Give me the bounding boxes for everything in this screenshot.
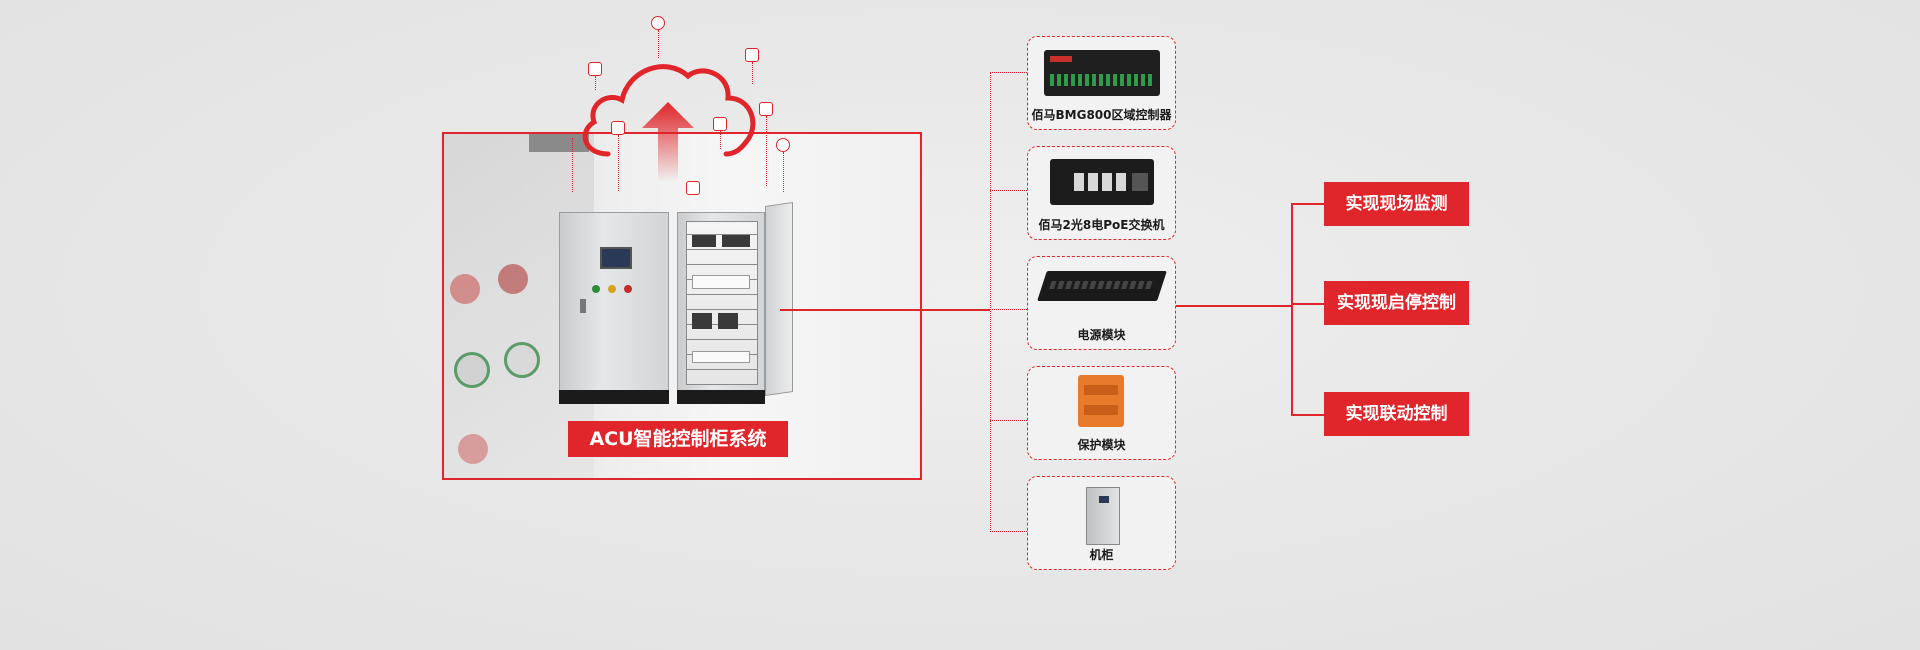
breaker-module <box>722 235 750 247</box>
connector-line <box>766 116 767 186</box>
background-knob-green <box>454 352 490 388</box>
capability-monitoring: 实现现场监测 <box>1324 182 1469 226</box>
fiber-ports <box>1132 173 1148 191</box>
cabinet-device <box>1086 487 1120 545</box>
connector-line <box>720 131 721 149</box>
acu-system-frame <box>442 132 922 480</box>
capability-branch-line <box>1291 203 1324 205</box>
indicator-light-yellow <box>608 285 616 293</box>
cabinet-screen <box>1099 496 1109 503</box>
component-branch-line <box>990 309 1027 310</box>
terminal-strip <box>1050 74 1154 86</box>
background-knob-red <box>450 274 480 304</box>
capability-linkage-control: 实现联动控制 <box>1324 392 1469 436</box>
component-bus-line <box>990 72 991 532</box>
indicator-light-red <box>624 285 632 293</box>
breaker-module <box>692 235 716 247</box>
capability-branch-line <box>1291 414 1324 416</box>
component-card-protection: 保护模块 <box>1027 366 1176 460</box>
cabinet-screen <box>600 247 632 269</box>
contactor-module <box>692 313 712 329</box>
component-label: 机柜 <box>1089 548 1114 562</box>
brand-tag <box>1050 56 1072 62</box>
ethernet-ports <box>1074 173 1128 191</box>
upload-icon <box>686 181 700 195</box>
power-port-row <box>1049 281 1156 289</box>
open-cabinet-body <box>677 212 765 392</box>
mobile-icon <box>759 102 773 116</box>
connector-line <box>618 135 619 191</box>
connector-line <box>752 62 753 84</box>
connector-line <box>658 30 659 58</box>
system-title: ACU智能控制柜系统 <box>568 421 788 457</box>
component-branch-line <box>990 420 1027 421</box>
closed-cabinet <box>559 212 669 392</box>
module-slot <box>1084 405 1118 415</box>
component-branch-line <box>990 531 1027 532</box>
component-label: 佰马BMG800区域控制器 <box>1031 108 1172 122</box>
relay-module <box>692 275 750 289</box>
component-card-power: 电源模块 <box>1027 256 1176 350</box>
terminal-block <box>692 351 750 363</box>
user-icon <box>651 16 665 30</box>
capability-connector-line <box>1176 305 1292 307</box>
cloud-icon <box>582 64 756 182</box>
component-label: 电源模块 <box>1077 328 1126 342</box>
capability-bus-line <box>1291 204 1293 416</box>
component-card-switch: 佰马2光8电PoE交换机 <box>1027 146 1176 240</box>
background-knob-red <box>498 264 528 294</box>
chart-icon <box>713 117 727 131</box>
component-label: 佰马2光8电PoE交换机 <box>1038 218 1165 232</box>
component-branch-line <box>990 190 1027 191</box>
component-card-cabinet: 机柜 <box>1027 476 1176 570</box>
background-display <box>529 134 589 152</box>
system-connector-line <box>780 309 990 311</box>
cabinet-base <box>559 390 669 404</box>
protection-module-device <box>1078 375 1124 427</box>
connector-line <box>595 76 596 90</box>
chat-icon <box>588 62 602 76</box>
connector-line <box>572 138 573 192</box>
background-knob-red <box>458 434 488 464</box>
capability-branch-line <box>1291 303 1324 305</box>
connector-line <box>783 152 784 192</box>
poe-switch-device <box>1050 159 1154 205</box>
indicator-light-green <box>592 285 600 293</box>
contactor-module <box>718 313 738 329</box>
component-branch-line <box>990 72 1027 73</box>
power-module-device <box>1037 271 1167 301</box>
component-label: 保护模块 <box>1077 438 1126 452</box>
component-card-controller: 佰马BMG800区域控制器 <box>1027 36 1176 130</box>
document-icon <box>745 48 759 62</box>
module-slot <box>1084 385 1118 395</box>
background-knob-green <box>504 342 540 378</box>
cabinet-base <box>677 390 765 404</box>
cabinet-handle <box>580 299 586 313</box>
controller-device <box>1044 50 1160 96</box>
cabinet-door <box>765 202 793 396</box>
wifi-icon <box>776 138 790 152</box>
capability-start-stop-control: 实现现启停控制 <box>1324 281 1469 325</box>
monitor-icon <box>611 121 625 135</box>
